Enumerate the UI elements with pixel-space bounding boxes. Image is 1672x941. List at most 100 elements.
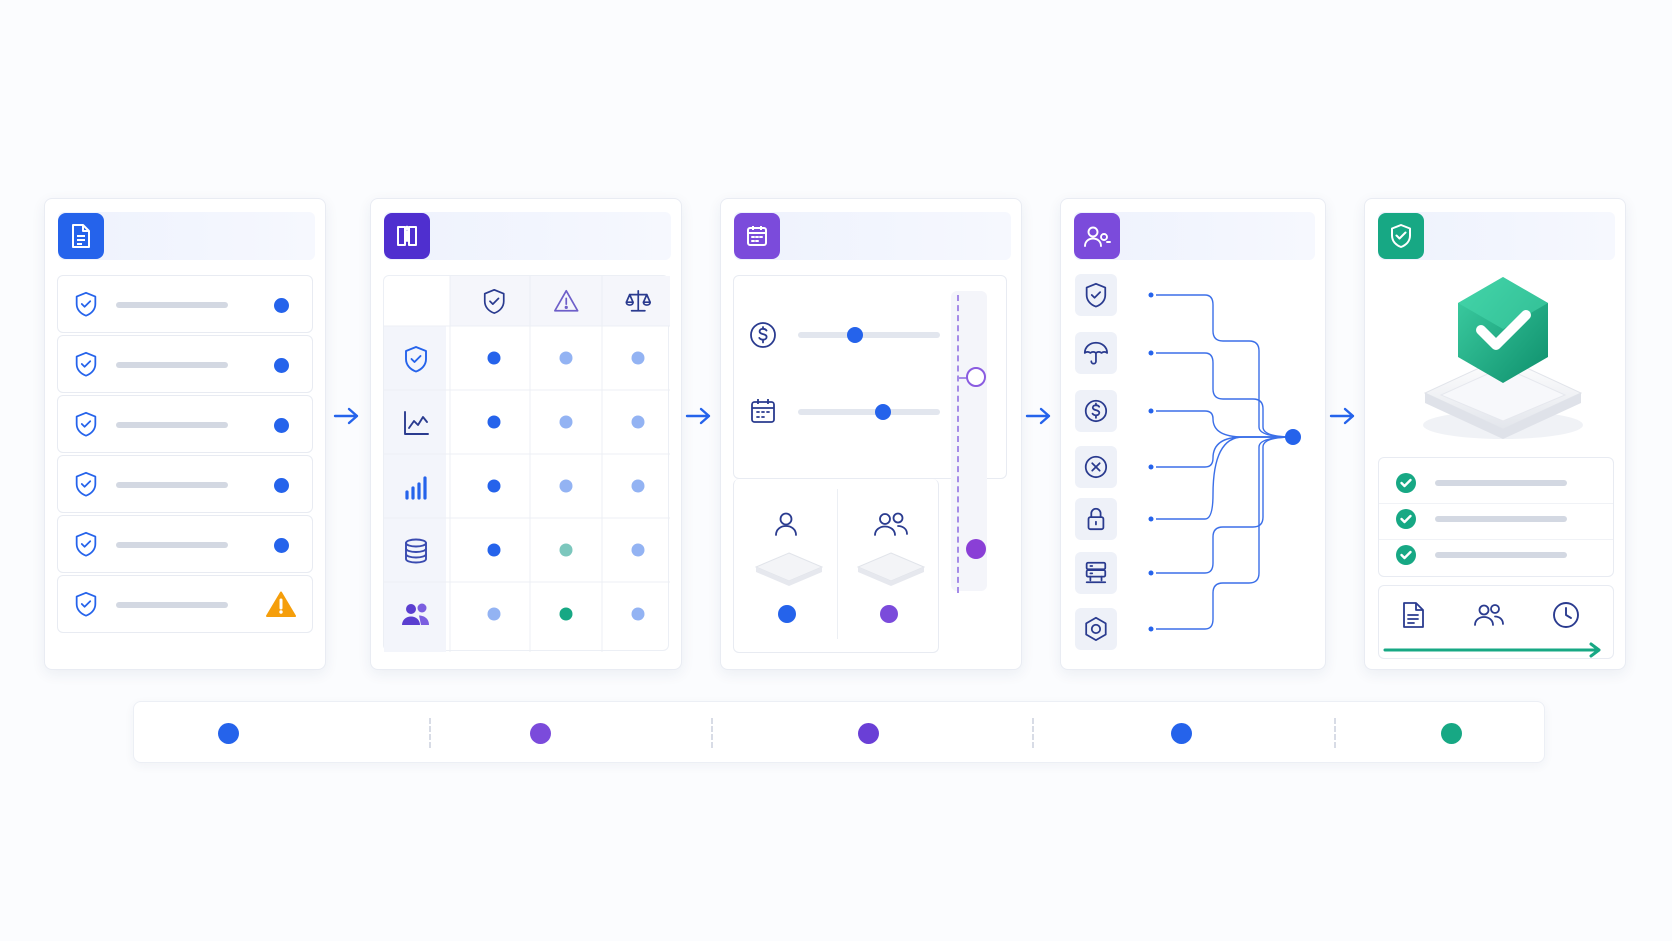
- matrix-cell-dot[interactable]: [631, 607, 645, 621]
- milestone-filled-dot[interactable]: [966, 539, 986, 559]
- budget-slider-track[interactable]: [798, 332, 940, 338]
- connector-start-dot: [1148, 570, 1154, 576]
- risk-matrix-grid: [384, 276, 670, 652]
- hexagon-icon: [1085, 616, 1107, 641]
- timeline-step-1-dot[interactable]: [218, 723, 239, 744]
- document-row-placeholder-line: [116, 482, 228, 488]
- status-dot: [274, 478, 289, 493]
- checklist-item: [1379, 470, 1613, 504]
- matrix-cell-dot[interactable]: [559, 543, 573, 557]
- integration-connector: [1156, 436, 1294, 574]
- matrix-cell-dot[interactable]: [631, 543, 645, 557]
- integration-connector: [1156, 352, 1294, 438]
- timeline-step-5-dot[interactable]: [1441, 723, 1462, 744]
- server-icon: [1085, 561, 1107, 584]
- status-dot: [274, 298, 289, 313]
- matrix-row-header-column: [384, 326, 446, 652]
- timeline-step-2-dot[interactable]: [530, 723, 551, 744]
- integration-source-box[interactable]: [1075, 608, 1117, 650]
- scheduling-panel: [720, 198, 1022, 670]
- matrix-cell-dot[interactable]: [559, 415, 573, 429]
- line-chart-icon: [404, 411, 429, 435]
- integration-source-box[interactable]: [1075, 552, 1117, 594]
- document-icon[interactable]: [1399, 600, 1427, 635]
- integration-panel: [1060, 198, 1326, 670]
- integration-connector: [1156, 410, 1293, 438]
- info-book-icon: [384, 213, 430, 259]
- summary-card: [1378, 585, 1614, 659]
- matrix-cell-dot[interactable]: [559, 479, 573, 493]
- matrix-cell-dot[interactable]: [487, 479, 501, 493]
- matrix-cell-dot[interactable]: [487, 351, 501, 365]
- people-divider: [837, 489, 838, 639]
- timeline-dashed-line: [957, 295, 959, 593]
- shield-check-icon: [483, 288, 505, 314]
- integration-hub-dot[interactable]: [1285, 429, 1301, 445]
- check-circle-icon: [1395, 544, 1417, 571]
- integration-connector: [1156, 436, 1294, 630]
- document-row[interactable]: [57, 275, 313, 333]
- milestone-open-dot[interactable]: [966, 367, 986, 387]
- warning-icon: [266, 591, 296, 622]
- risk-matrix-panel-header: [384, 212, 671, 260]
- integration-connector: [1156, 436, 1293, 520]
- clock-icon[interactable]: [1551, 600, 1581, 635]
- checklist-item: [1379, 542, 1613, 576]
- integration-connector: [1156, 294, 1294, 438]
- users-icon[interactable]: [1473, 600, 1505, 635]
- matrix-cell-dot[interactable]: [487, 543, 501, 557]
- document-row[interactable]: [57, 395, 313, 453]
- scale-icon: [625, 289, 651, 312]
- budget-slider-thumb[interactable]: [846, 327, 863, 343]
- shield-check-icon: [72, 530, 100, 563]
- matrix-cell-dot[interactable]: [487, 607, 501, 621]
- timeline-step-4-dot[interactable]: [1171, 723, 1192, 744]
- documents-panel-header: [58, 212, 315, 260]
- shield-check-icon: [72, 470, 100, 503]
- team-status-dot: [880, 605, 898, 623]
- matrix-cell-dot[interactable]: [559, 351, 573, 365]
- scheduling-panel-header: [734, 212, 1011, 260]
- matrix-cell-dot[interactable]: [631, 415, 645, 429]
- arrow-right-icon: [685, 407, 711, 425]
- risk-matrix-panel: [370, 198, 682, 670]
- shield-check-icon: [1085, 282, 1107, 308]
- timeline-separator: [1334, 718, 1336, 748]
- calendar-icon: [748, 396, 778, 431]
- matrix-cell-dot[interactable]: [559, 607, 573, 621]
- warning-triangle-icon: [553, 289, 579, 312]
- matrix-cell-dot[interactable]: [631, 351, 645, 365]
- document-row[interactable]: [57, 575, 313, 633]
- user-status-dot: [778, 605, 796, 623]
- verification-panel: [1364, 198, 1626, 670]
- document-row[interactable]: [57, 515, 313, 573]
- connector-start-dot: [1148, 350, 1154, 356]
- bar-chart-icon: [405, 476, 427, 500]
- document-row[interactable]: [57, 455, 313, 513]
- shield-check-icon: [72, 410, 100, 443]
- shield-check-icon: [1378, 213, 1424, 259]
- schedule-slider-track[interactable]: [798, 409, 940, 415]
- umbrella-icon: [1083, 341, 1108, 365]
- integration-flow: [1075, 274, 1301, 650]
- integration-source-box[interactable]: [1075, 498, 1117, 540]
- document-row[interactable]: [57, 335, 313, 393]
- milestone-connector: [959, 377, 971, 379]
- users-icon: [872, 509, 910, 544]
- progress-arrow: [1383, 642, 1605, 663]
- timeline-separator: [1032, 718, 1034, 748]
- timeline-separator: [711, 718, 713, 748]
- arrow-right-icon: [1025, 407, 1051, 425]
- integration-source-box[interactable]: [1075, 274, 1117, 316]
- schedule-slider-thumb[interactable]: [875, 404, 892, 420]
- progress-timeline: [133, 701, 1545, 763]
- user-group-icon: [1074, 213, 1120, 259]
- matrix-cell-dot[interactable]: [487, 415, 501, 429]
- shield-check-icon: [72, 590, 100, 623]
- matrix-cell-dot[interactable]: [631, 479, 645, 493]
- shield-check-icon: [405, 346, 427, 373]
- document-row-placeholder-line: [116, 302, 228, 308]
- timeline-step-3-dot[interactable]: [858, 723, 879, 744]
- integration-connector: [1156, 436, 1293, 468]
- shield-check-icon: [72, 290, 100, 323]
